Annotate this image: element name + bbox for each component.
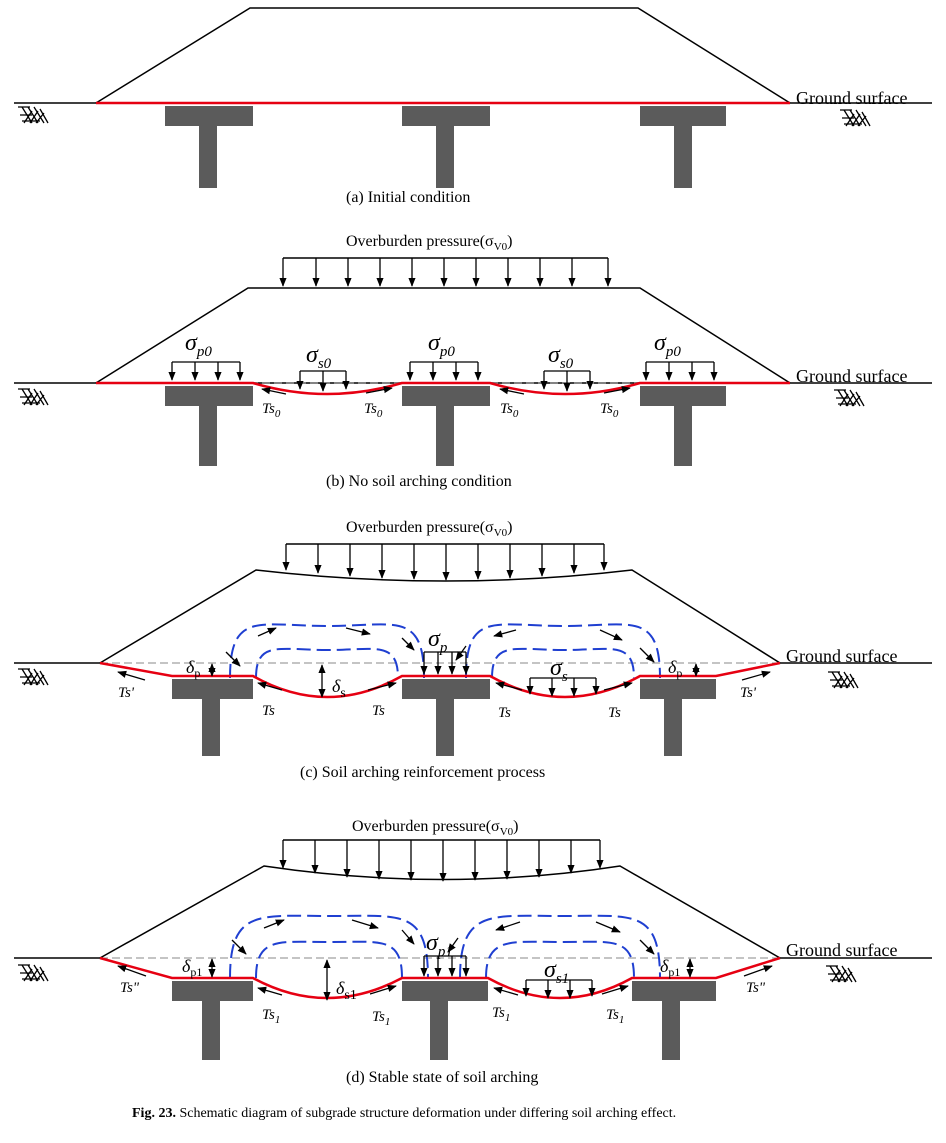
delta-s-label: δs (332, 676, 346, 701)
sigma-p0-label: σp0 (654, 330, 681, 360)
ts-edge-label: Ts" (746, 980, 766, 996)
ground-hatch-icon (826, 965, 857, 983)
ts0-label: Ts0 (364, 401, 383, 420)
ground-hatch-icon (18, 106, 49, 124)
ground-hatch-icon (834, 389, 865, 407)
panel-c-caption: (c) Soil arching reinforcement process (300, 764, 545, 781)
sigma-s1-label: σs1 (544, 957, 569, 987)
ground-hatch-icon (18, 388, 49, 406)
sigma-s-label: σs (550, 655, 568, 685)
delta-p-label: δp (668, 657, 682, 680)
ground-surface-label: Ground surface (796, 88, 907, 108)
delta-p1-label: δp1 (660, 956, 680, 979)
ts-label: Ts (372, 703, 385, 719)
ground-hatch-icon (18, 668, 49, 686)
ts1-label: Ts1 (372, 1009, 390, 1028)
ts1-label: Ts1 (606, 1007, 624, 1026)
panel-a-caption: (a) Initial condition (346, 189, 470, 206)
ground-hatch-icon (828, 671, 859, 689)
panel-a: Ground surface (a) Initial condition (14, 7, 932, 206)
overburden-label: Overburden pressure(σV0) (346, 519, 512, 539)
ts1-label: Ts1 (262, 1007, 280, 1026)
ts-label: Ts (608, 705, 621, 721)
panel-d-caption: (d) Stable state of soil arching (346, 1069, 538, 1086)
ts-label: Ts (262, 703, 275, 719)
ts0-label: Ts0 (262, 401, 281, 420)
panel-d: Overburden pressure(σV0) (14, 818, 932, 1086)
overburden-label: Overburden pressure(σV0) (352, 818, 518, 838)
ts1-label: Ts1 (492, 1005, 510, 1024)
delta-p-label: δp (186, 657, 200, 680)
sigma-p0-label: σp0 (185, 330, 212, 360)
ts-edge-label: Ts" (120, 980, 140, 996)
sigma-s0-label: σs0 (548, 342, 574, 372)
panel-b: Overburden pressure(σV0) σp0 σp0 σp0 σs0… (14, 233, 932, 490)
ground-surface-label: Ground surface (786, 940, 897, 960)
sigma-p-label: σp (428, 626, 448, 656)
ground-surface-label: Ground surface (796, 366, 907, 386)
ground-hatch-icon (18, 964, 49, 982)
figure-caption: Fig. 23. Schematic diagram of subgrade s… (132, 1106, 676, 1121)
ground-hatch-icon (840, 109, 871, 127)
overburden-label: Overburden pressure(σV0) (346, 233, 512, 253)
ts0-label: Ts0 (600, 401, 619, 420)
sigma-p1-label: σp1 (426, 930, 453, 960)
ts-label: Ts (498, 705, 511, 721)
ts0-label: Ts0 (500, 401, 519, 420)
ts-edge-label: Ts' (740, 685, 757, 701)
panel-c: Overburden pressure(σV0) (14, 519, 932, 781)
ts-edge-label: Ts' (118, 685, 135, 701)
delta-s1-label: δs1 (336, 978, 357, 1003)
ground-surface-label: Ground surface (786, 646, 897, 666)
panel-b-caption: (b) No soil arching condition (326, 473, 512, 490)
delta-p1-label: δp1 (182, 956, 202, 979)
sigma-p0-label: σp0 (428, 330, 455, 360)
sigma-s0-label: σs0 (306, 342, 332, 372)
